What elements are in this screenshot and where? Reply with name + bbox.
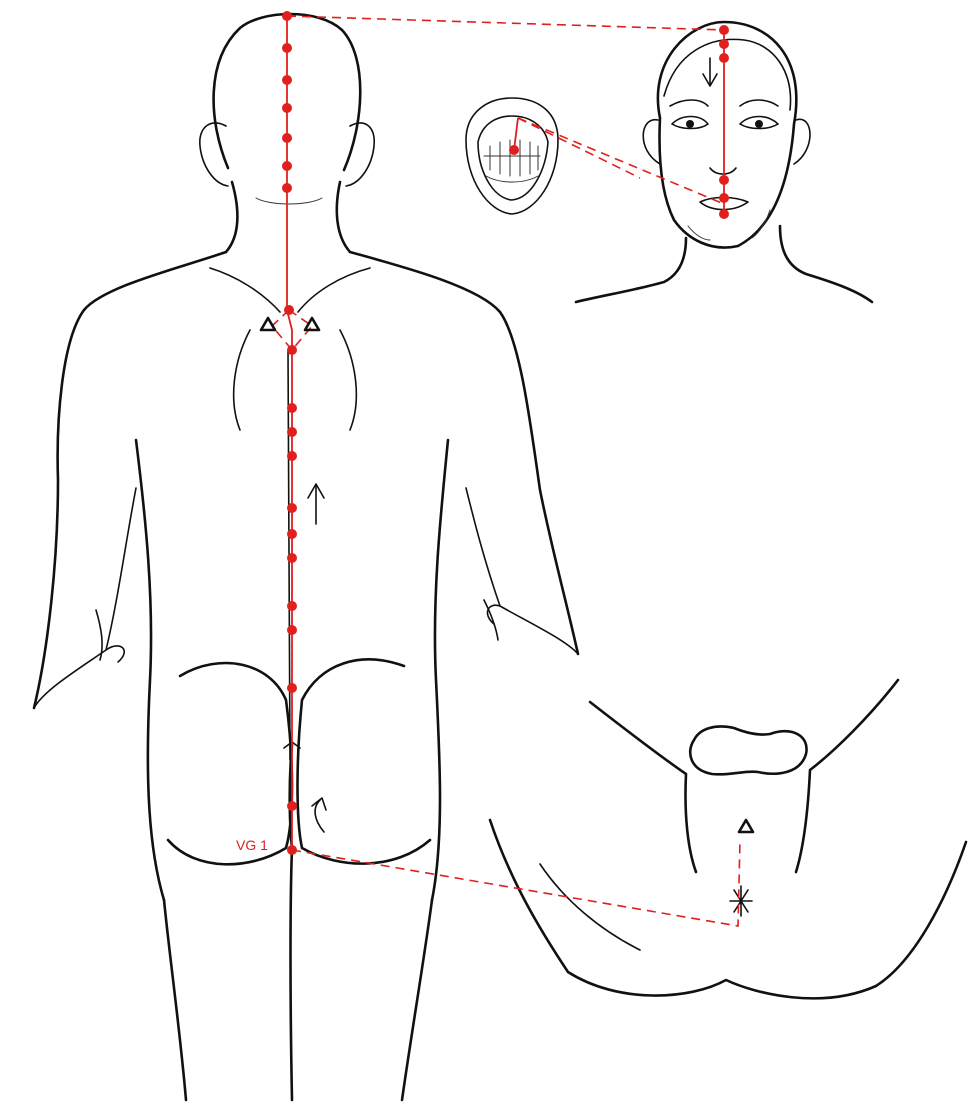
acupoint-25 xyxy=(719,193,729,203)
meridian-mouth-link xyxy=(518,118,724,204)
face-neck-right xyxy=(780,226,872,302)
acupoint-3 xyxy=(282,75,292,85)
acupoint-19 xyxy=(287,801,297,811)
acupoint-16 xyxy=(287,601,297,611)
acupoint-18 xyxy=(287,683,297,693)
arrow-icon-face xyxy=(703,58,717,86)
acupoint-27 xyxy=(509,145,519,155)
right-hand xyxy=(487,605,578,654)
acupoint-10 xyxy=(287,403,297,413)
acupoint-13 xyxy=(287,503,297,513)
mouth-figure xyxy=(466,98,558,214)
right-pupil xyxy=(755,120,763,128)
nose xyxy=(710,168,736,174)
left-brow xyxy=(670,100,708,106)
acupoint-17 xyxy=(287,625,297,635)
right-shoulder-arm xyxy=(350,252,578,654)
lower-teeth xyxy=(486,176,538,182)
acupoint-5 xyxy=(282,133,292,143)
meridian-mouth-link-b xyxy=(518,118,640,178)
face-right-ear xyxy=(794,119,810,164)
acupoint-1 xyxy=(282,11,292,21)
face-neck-left xyxy=(576,238,686,302)
upper-teeth xyxy=(484,140,540,176)
left-pupil xyxy=(686,120,694,128)
right-leg xyxy=(402,900,432,1100)
acupoint-24 xyxy=(719,175,729,185)
acupoint-4 xyxy=(282,103,292,113)
acupoint-2 xyxy=(282,43,292,53)
acupoint-11 xyxy=(287,427,297,437)
perineum-figure xyxy=(490,680,966,998)
left-shoulder-blade xyxy=(234,330,250,430)
left-elbow-mark xyxy=(96,610,102,660)
back-figure xyxy=(34,14,578,1100)
left-leg xyxy=(164,900,186,1100)
right-shoulder-blade xyxy=(340,330,356,430)
acupoints xyxy=(282,11,729,855)
arrow-icon-lower xyxy=(312,798,326,832)
scrotum xyxy=(690,727,806,775)
meridian-crown-link xyxy=(287,16,724,30)
face-left-ear xyxy=(643,120,660,164)
acupoint-15 xyxy=(287,553,297,563)
right-buttock xyxy=(298,659,431,863)
right-inner-arm xyxy=(466,488,500,606)
acupoint-20 xyxy=(287,845,297,855)
left-scapula-line xyxy=(210,268,280,312)
vg1-label: VG 1 xyxy=(236,838,268,852)
acupoint-7 xyxy=(282,183,292,193)
triangle-icon-perineum xyxy=(739,820,753,832)
right-scapula-line xyxy=(298,268,370,312)
torso-left xyxy=(136,440,164,900)
acupoint-8 xyxy=(284,305,294,315)
acupoint-12 xyxy=(287,451,297,461)
left-hand xyxy=(34,646,124,708)
face-hair xyxy=(664,39,791,110)
torso-right xyxy=(432,440,448,900)
left-inner-arm xyxy=(106,488,136,650)
buttocks-lower xyxy=(490,820,966,998)
acupoint-23 xyxy=(719,53,729,63)
right-brow xyxy=(740,100,778,106)
thigh-left-outline xyxy=(590,702,696,872)
acupoint-9 xyxy=(287,345,297,355)
acupoint-21 xyxy=(719,25,729,35)
asterisk-icon xyxy=(730,886,752,916)
acupoint-6 xyxy=(282,161,292,171)
thigh-right-outline xyxy=(796,680,898,872)
arrow-icon xyxy=(308,484,324,524)
hairline xyxy=(256,198,322,204)
neck-right xyxy=(337,182,350,252)
left-buttock xyxy=(168,663,292,864)
acupoint-14 xyxy=(287,529,297,539)
neck-left xyxy=(226,182,237,252)
left-shoulder-arm xyxy=(34,252,226,708)
acupoint-26 xyxy=(719,209,729,219)
acupoint-22 xyxy=(719,39,729,49)
